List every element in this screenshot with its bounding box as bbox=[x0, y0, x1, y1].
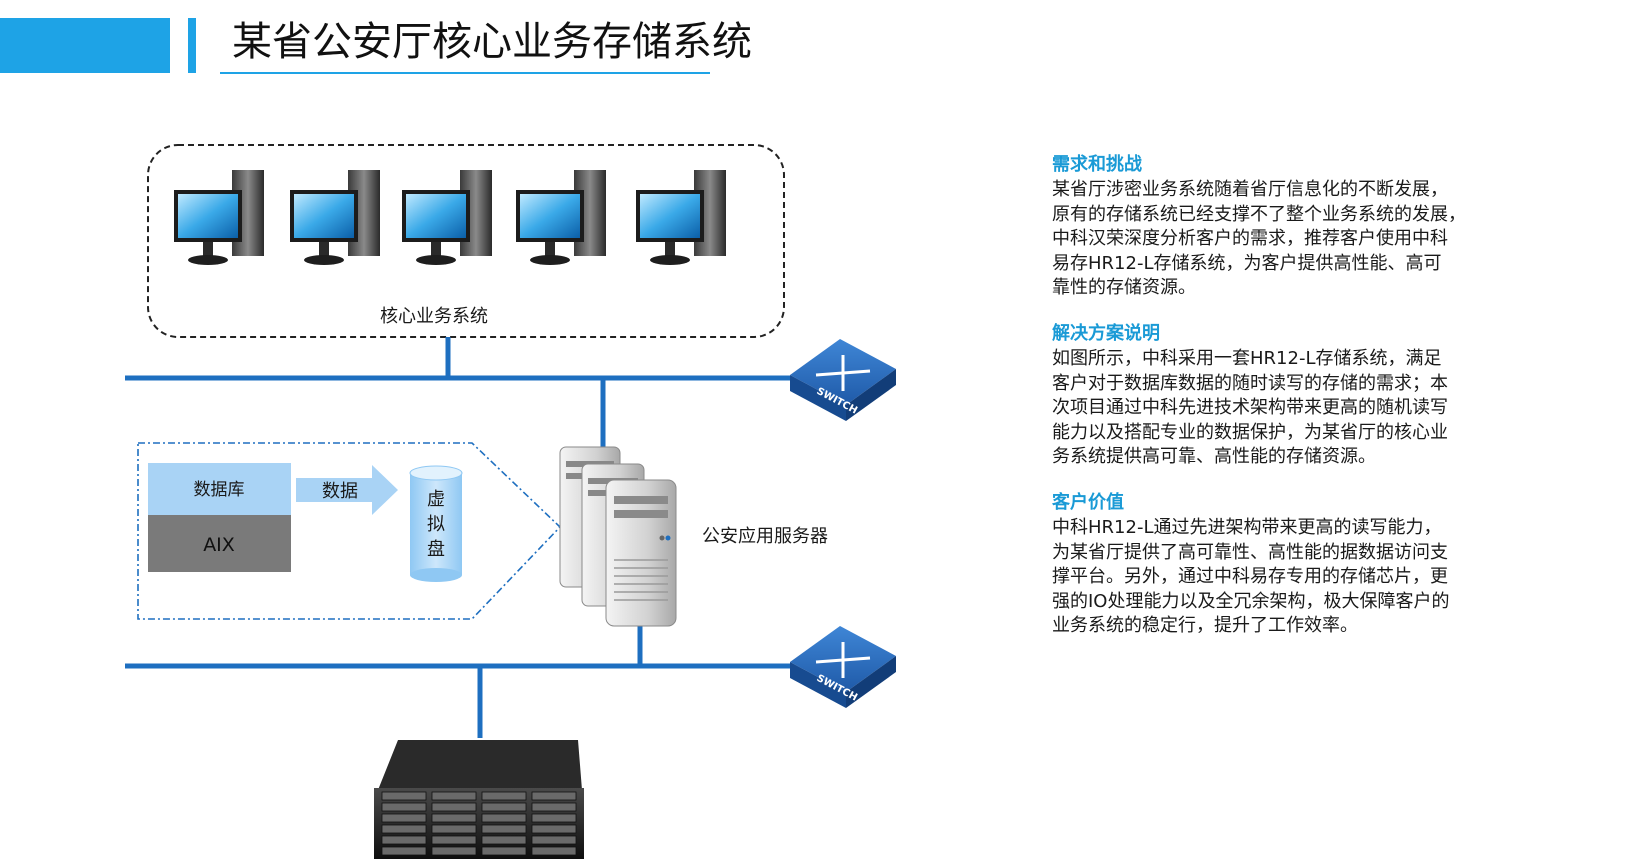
body-line: 务系统提供高可靠、高性能的存储资源。 bbox=[1052, 446, 1376, 468]
section-body: 如图所示，中科采用一套HR12-L存储系统，满足 客户对于数据库数据的随时读写的… bbox=[1052, 347, 1522, 470]
network-lines bbox=[125, 337, 790, 738]
body-line: 撑平台。另外，通过中科易存专用的存储芯片，更 bbox=[1052, 566, 1448, 588]
storage-bay bbox=[381, 846, 427, 856]
aix-box bbox=[148, 515, 291, 572]
storage-bay bbox=[531, 813, 577, 823]
storage-bay bbox=[531, 791, 577, 801]
section-requirements: 需求和挑战 某省厅涉密业务系统随着省厅信息化的不断发展， 原有的存储系统已经支撑… bbox=[1052, 152, 1522, 301]
workstation-icon bbox=[402, 170, 492, 265]
storage-bay bbox=[431, 824, 477, 834]
section-body: 中科HR12-L通过先进架构带来更高的读写能力， 为某省厅提供了高可靠性、高性能… bbox=[1052, 516, 1522, 639]
storage-bay bbox=[381, 802, 427, 812]
workstation-icon bbox=[516, 170, 606, 265]
aix-label: AIX bbox=[203, 534, 235, 556]
core-group-frame bbox=[147, 144, 785, 338]
arrow-label: 数据 bbox=[322, 481, 358, 502]
core-group-label: 核心业务系统 bbox=[380, 306, 488, 327]
storage-bay bbox=[531, 835, 577, 845]
workstation-icon bbox=[636, 170, 726, 265]
workstation-icon bbox=[174, 170, 264, 265]
body-line: 中科汉荣深度分析客户的需求，推荐客户使用中科 bbox=[1052, 228, 1448, 250]
storage-bay bbox=[381, 835, 427, 845]
server-label: 公安应用服务器 bbox=[702, 526, 828, 547]
storage-bay bbox=[481, 846, 527, 856]
storage-array-icon bbox=[374, 740, 584, 859]
storage-bay bbox=[431, 791, 477, 801]
body-line: 靠性的存储资源。 bbox=[1052, 277, 1196, 299]
body-line: 业务系统的稳定行，提升了工作效率。 bbox=[1052, 615, 1358, 637]
data-arrow-icon bbox=[296, 465, 398, 515]
storage-bay bbox=[481, 835, 527, 845]
section-body: 某省厅涉密业务系统随着省厅信息化的不断发展， 原有的存储系统已经支撑不了整个业务… bbox=[1052, 178, 1522, 301]
section-title: 需求和挑战 bbox=[1052, 154, 1142, 175]
core-business-group: 核心业务系统 bbox=[147, 144, 785, 338]
body-line: 能力以及搭配专业的数据保护，为某省厅的核心业 bbox=[1052, 421, 1448, 443]
body-line: 中科HR12-L通过先进架构带来更高的读写能力， bbox=[1052, 516, 1442, 538]
storage-bay bbox=[481, 813, 527, 823]
body-line: 强的IO处理能力以及全冗余架构，极大保障客户的 bbox=[1052, 590, 1450, 612]
storage-bay bbox=[531, 846, 577, 856]
architecture-diagram: 核心业务系统 SWITCH SWITCH 数据库 AIX bbox=[125, 144, 896, 859]
db-box bbox=[148, 463, 291, 515]
body-line: 如图所示，中科采用一套HR12-L存储系统，满足 bbox=[1052, 347, 1442, 369]
workstation-icon bbox=[290, 170, 380, 265]
storage-bay bbox=[381, 791, 427, 801]
db-group: 数据库 AIX 数据 虚 拟 盘 bbox=[137, 442, 562, 620]
body-line: 某省厅涉密业务系统随着省厅信息化的不断发展， bbox=[1052, 179, 1448, 200]
page-title: 某省公安厅核心业务存储系统 bbox=[232, 19, 752, 65]
title-accent-bar bbox=[0, 18, 170, 73]
storage-bay bbox=[481, 802, 527, 812]
switch-icon-upper: SWITCH bbox=[790, 339, 896, 421]
db-group-frame bbox=[137, 442, 562, 620]
storage-bay bbox=[531, 824, 577, 834]
body-line: 客户对于数据库数据的随时读写的存储的需求；本 bbox=[1052, 372, 1448, 394]
title-underline bbox=[220, 72, 710, 74]
switch-icon-lower: SWITCH bbox=[790, 626, 896, 708]
info-panel: 需求和挑战 某省厅涉密业务系统随着省厅信息化的不断发展， 原有的存储系统已经支撑… bbox=[1052, 152, 1522, 659]
storage-bay bbox=[431, 813, 477, 823]
storage-bay bbox=[481, 824, 527, 834]
vdisk-label-1: 虚 bbox=[427, 489, 445, 510]
body-line: 次项目通过中科先进技术架构带来更高的随机读写 bbox=[1052, 397, 1448, 419]
section-customer-value: 客户价值 中科HR12-L通过先进架构带来更高的读写能力， 为某省厅提供了高可靠… bbox=[1052, 490, 1522, 639]
section-title: 客户价值 bbox=[1052, 491, 1124, 513]
server-cluster-icon: 公安应用服务器 bbox=[559, 446, 828, 627]
body-line: 易存HR12-L存储系统，为客户提供高性能、高可 bbox=[1052, 252, 1442, 274]
vdisk-label-3: 盘 bbox=[427, 539, 445, 560]
workstation-row bbox=[174, 170, 726, 265]
storage-bay bbox=[381, 824, 427, 834]
storage-bay bbox=[531, 802, 577, 812]
body-line: 为某省厅提供了高可靠性、高性能的据数据访问支 bbox=[1052, 541, 1448, 563]
section-title: 解决方案说明 bbox=[1052, 322, 1160, 344]
storage-bay bbox=[431, 802, 477, 812]
storage-bay bbox=[481, 791, 527, 801]
body-line: 原有的存储系统已经支撑不了整个业务系统的发展， bbox=[1052, 203, 1466, 225]
section-solution: 解决方案说明 如图所示，中科采用一套HR12-L存储系统，满足 客户对于数据库数… bbox=[1052, 321, 1522, 470]
storage-bays bbox=[381, 791, 577, 856]
virtual-disk-icon: 虚 拟 盘 bbox=[409, 465, 463, 582]
storage-bay bbox=[431, 846, 477, 856]
storage-bay bbox=[431, 835, 477, 845]
storage-bay bbox=[381, 813, 427, 823]
vdisk-label-2: 拟 bbox=[427, 514, 445, 535]
title-accent-stripe bbox=[188, 18, 196, 73]
db-label: 数据库 bbox=[194, 480, 245, 500]
